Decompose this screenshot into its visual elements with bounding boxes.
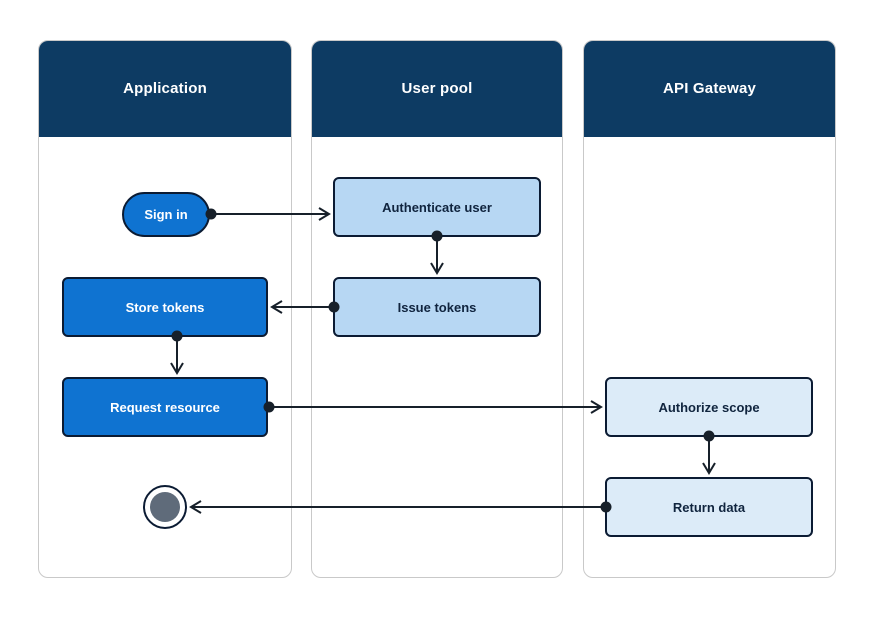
node-authenticate-user-label: Authenticate user	[382, 199, 492, 215]
node-authorize-scope-label: Authorize scope	[658, 399, 760, 415]
node-authorize-scope: Authorize scope	[605, 377, 813, 437]
node-return-data: Return data	[605, 477, 813, 537]
node-request-resource-label: Request resource	[110, 399, 220, 415]
end-node	[143, 485, 187, 529]
lane-title-user-pool: User pool	[401, 80, 473, 97]
node-sign-in-label: Sign in	[144, 207, 188, 222]
node-authenticate-user: Authenticate user	[333, 177, 541, 237]
lane-title-api-gateway: API Gateway	[662, 80, 757, 97]
lane-header-api-gateway: API Gateway	[584, 41, 835, 137]
end-node-inner-dot	[150, 492, 180, 522]
lane-header-user-pool: User pool	[312, 41, 562, 137]
lane-title-application: Application	[123, 80, 207, 97]
node-store-tokens-label: Store tokens	[125, 299, 205, 315]
node-issue-tokens: Issue tokens	[333, 277, 541, 337]
node-issue-tokens-label: Issue tokens	[397, 299, 477, 315]
node-request-resource: Request resource	[62, 377, 268, 437]
node-store-tokens: Store tokens	[62, 277, 268, 337]
node-return-data-label: Return data	[672, 499, 746, 515]
node-sign-in: Sign in	[122, 192, 210, 237]
lane-header-application: Application	[39, 41, 291, 137]
